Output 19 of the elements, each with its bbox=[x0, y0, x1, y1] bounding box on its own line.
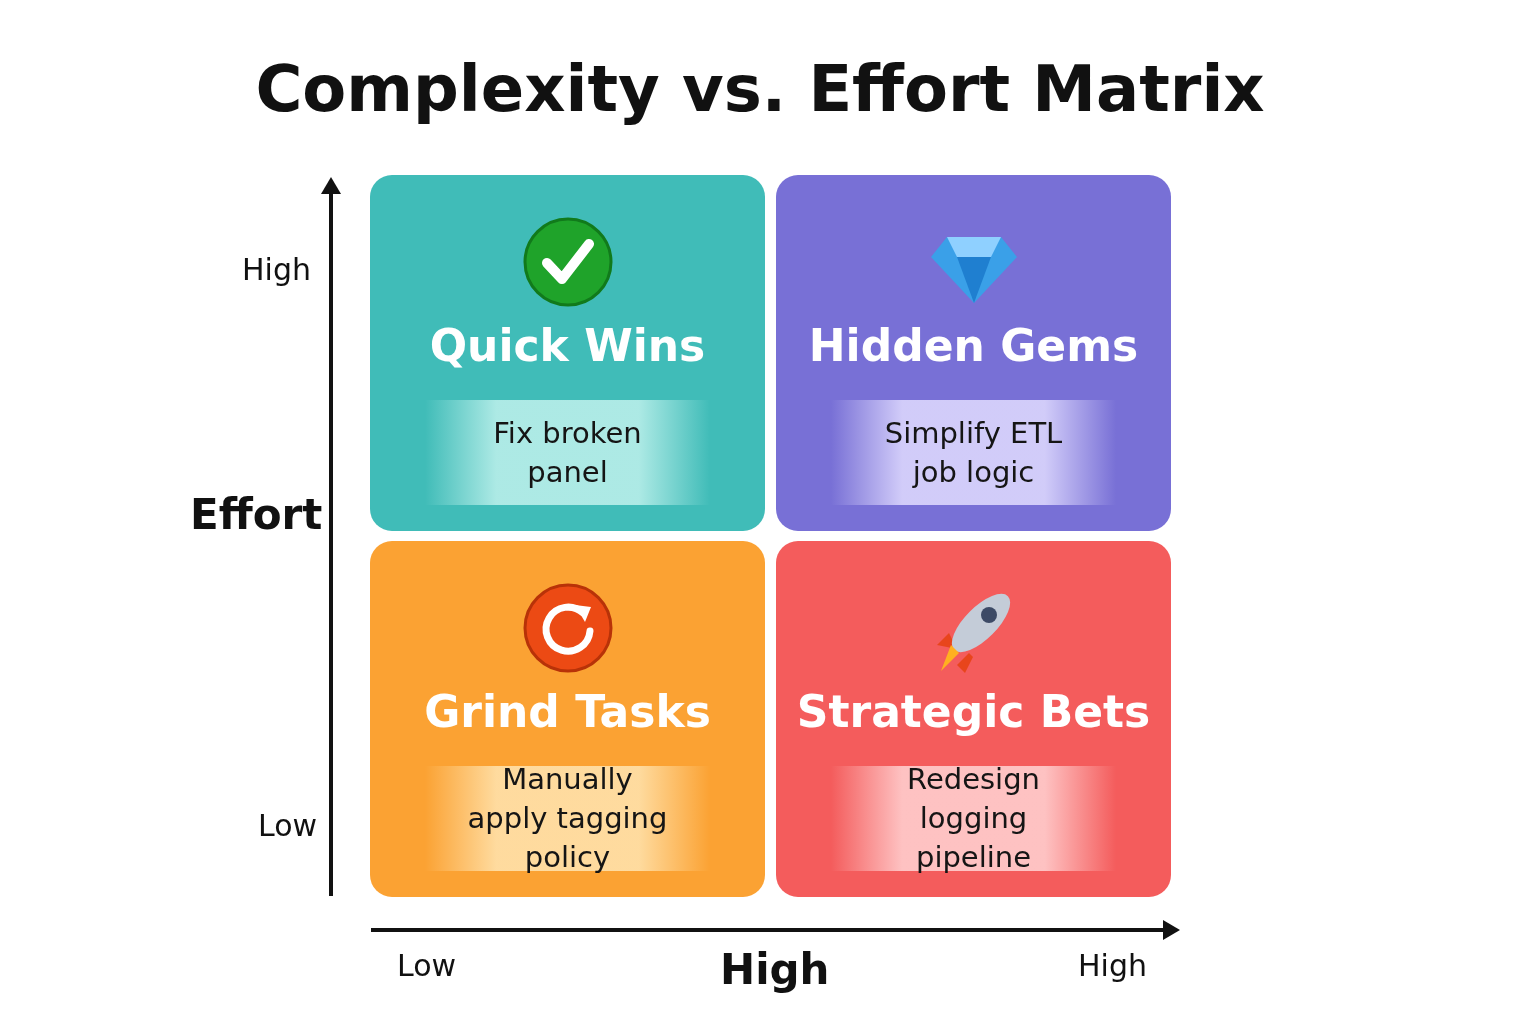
axis-tick-label: High bbox=[1078, 948, 1147, 983]
quadrant-description: Redesign logging pipeline bbox=[831, 766, 1116, 871]
axis-tick-label: High bbox=[242, 252, 311, 287]
quadrant-title: Quick Wins bbox=[428, 320, 707, 371]
quadrant-description: Fix broken panel bbox=[425, 400, 710, 505]
quadrant-title: Strategic Bets bbox=[795, 686, 1152, 737]
axis-title: Effort bbox=[190, 490, 323, 539]
quadrant-description: Simplify ETL job logic bbox=[831, 400, 1116, 505]
axis-tick-label: Low bbox=[397, 948, 457, 983]
quadrant-title: Grind Tasks bbox=[423, 686, 712, 737]
quadrant-card bbox=[776, 175, 1171, 531]
quadrant-description: Manually apply tagging policy bbox=[425, 766, 710, 871]
axis-tick-label: Low bbox=[258, 808, 318, 843]
quadrant-card bbox=[370, 541, 765, 897]
axis-title: High bbox=[720, 945, 830, 994]
chart-title: Complexity vs. Effort Matrix bbox=[254, 52, 1266, 126]
quadrant-title: Hidden Gems bbox=[807, 320, 1140, 371]
quadrant-card bbox=[776, 541, 1171, 897]
quadrant-card bbox=[370, 175, 765, 531]
